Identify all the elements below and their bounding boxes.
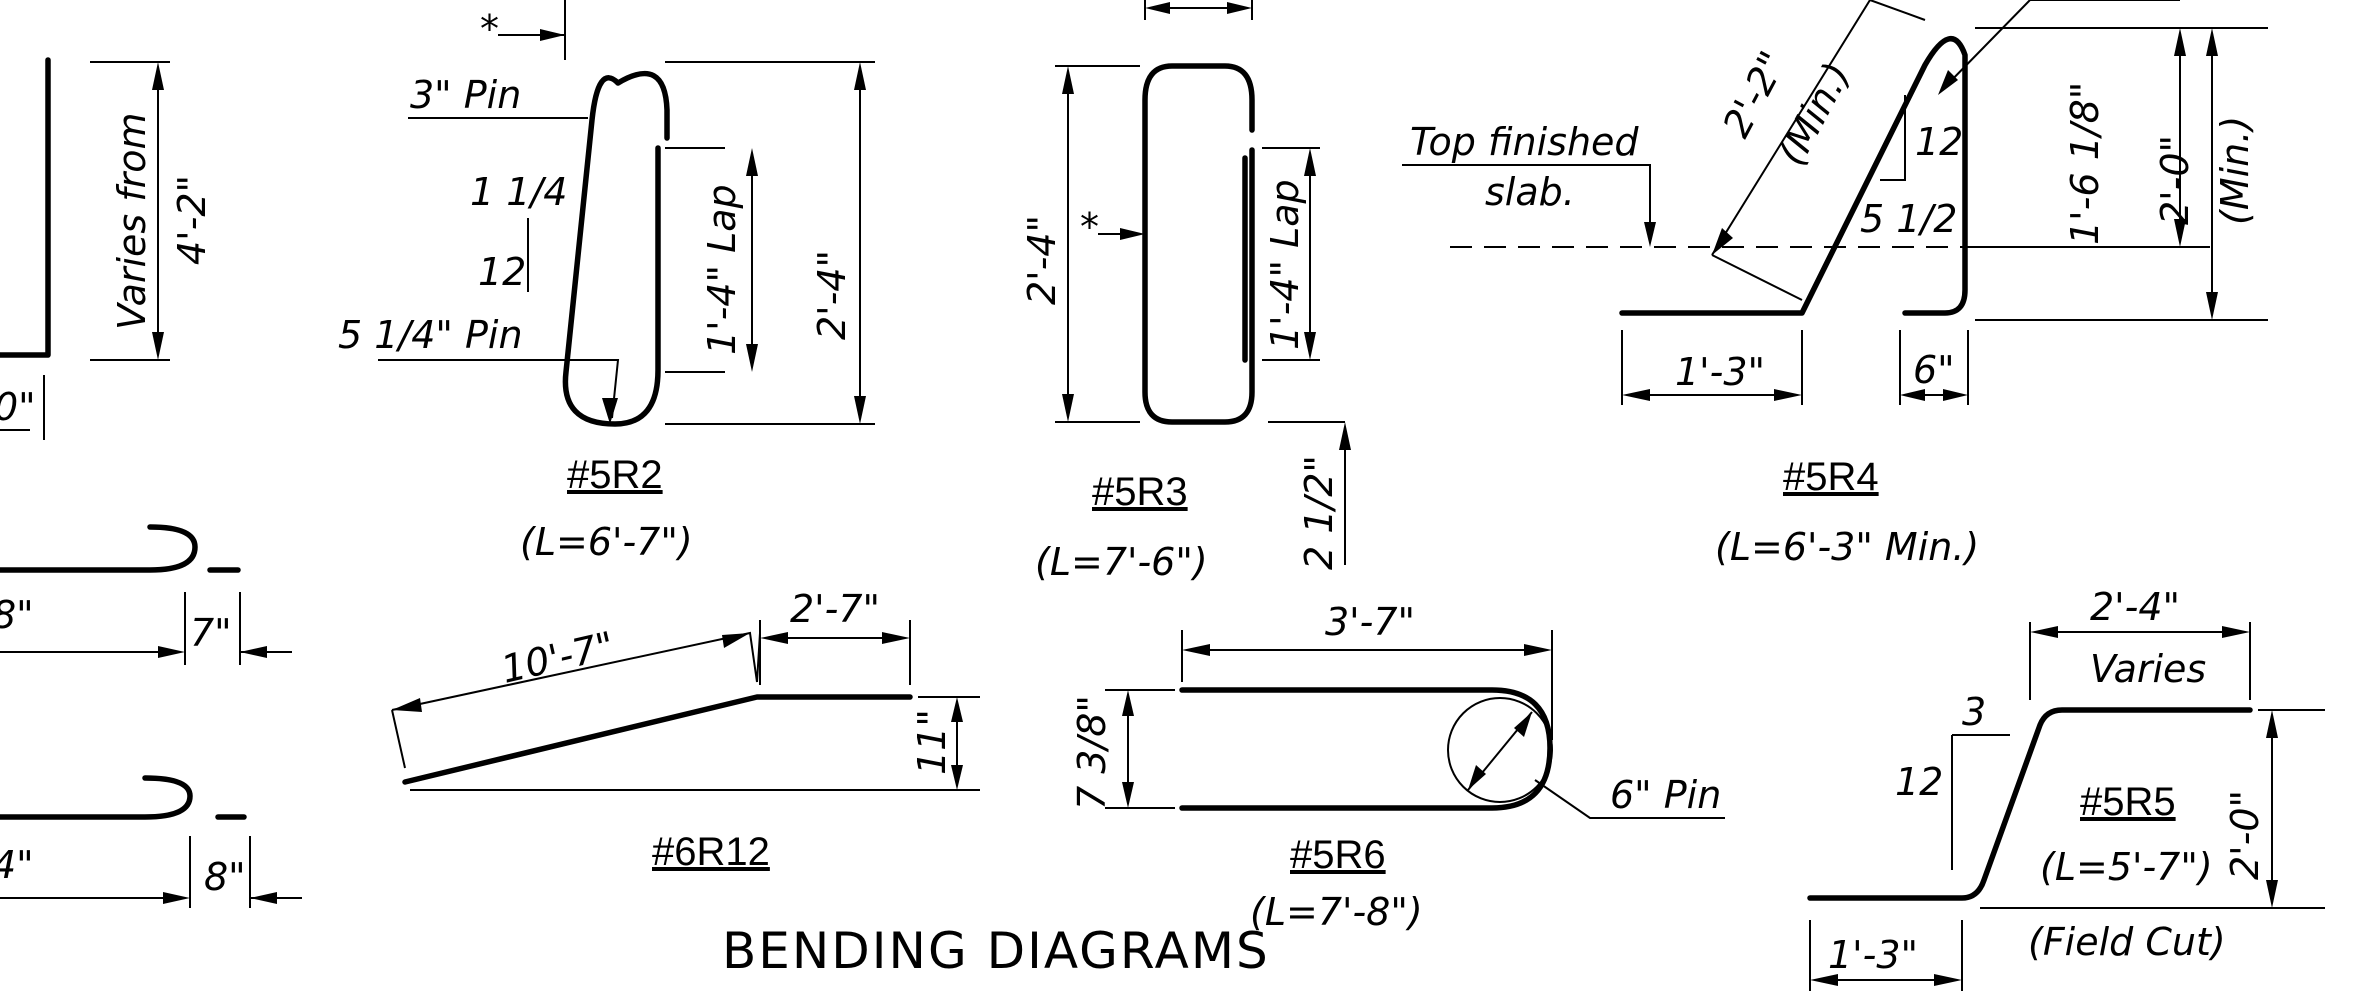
bar-5r5-diagram: 2'-4" Varies 3 12 2'-0" 1'-3" #5R5 (L=5'…	[1807, 585, 2325, 991]
partial-hook-bar-2	[0, 775, 193, 820]
bar-5r4-slab-line1: Top finished	[1410, 120, 1639, 164]
sheet-title: BENDING DIAGRAMS	[722, 922, 1270, 980]
bar-5r2-lap-dim: 1'-4" Lap	[700, 184, 744, 355]
bar-5r3-asterisk: *	[1080, 205, 1099, 249]
bar-5r4-mark: #5R4	[1783, 455, 1879, 499]
bar-6r12-diagram: 10'-7" 2'-7" 11" #6R12	[391, 587, 980, 874]
bar-5r3-diagram: 2'-4" * 1'-4" Lap 2 1/2" #5R3 (L=7'-6")	[1020, 0, 1351, 584]
partial-cut-dim: 0"	[0, 385, 36, 429]
hook1-length-dim: 8"	[0, 593, 34, 637]
hook2-tail-dim: 8"	[204, 855, 246, 899]
bar-5r3-shape	[1142, 63, 1255, 425]
bar-5r2-height-dim: 2'-4"	[810, 250, 854, 340]
bar-5r5-slope-v: 12	[1895, 760, 1943, 804]
bar-6r12-rise: 11"	[910, 709, 954, 775]
left-partial-bars: Varies from 4'-2" 0" 8" 7" 4" 8"	[0, 57, 302, 908]
bar-5r6-pin-circle	[1447, 697, 1553, 803]
bar-5r4-slope-num: 12	[1915, 120, 1963, 164]
bar-5r2-pin-bottom: 5 1/4" Pin	[338, 313, 523, 357]
bar-5r4-slab-line2: slab.	[1485, 170, 1575, 214]
bar-5r2-length: (L=6'-7")	[520, 520, 693, 564]
bar-5r5-height: 2'-0"	[2223, 790, 2267, 880]
bar-5r4-shape	[1619, 36, 1968, 316]
bar-5r5-slope-h: 3	[1962, 690, 1986, 734]
partial-bar-vertical	[0, 57, 51, 358]
partial-hook-bar-1	[0, 524, 198, 573]
bar-5r4-total-min: (Min.)	[2213, 116, 2257, 225]
hook2-length-dim: 4"	[0, 843, 34, 887]
bar-5r5-base-len: 1'-3"	[1828, 933, 1918, 977]
bar-5r5-mark: #5R5	[2080, 780, 2176, 824]
bar-5r3-height-dim: 2'-4"	[1020, 215, 1064, 305]
varies-value-label: 4'-2"	[170, 175, 214, 265]
bar-5r2-pin-top: 3" Pin	[410, 73, 521, 117]
bar-5r6-width: 3'-7"	[1325, 600, 1415, 644]
bar-5r3-lap-dim: 1'-4" Lap	[1263, 179, 1307, 350]
bar-5r2-slope-den: 12	[478, 250, 526, 294]
bar-5r4-diagram: Top finished slab. 2'-2" (Min.) 12 5 1/2…	[1402, 0, 2268, 569]
bar-5r2-asterisk: *	[480, 7, 499, 51]
bar-6r12-shape	[402, 694, 913, 785]
bar-6r12-flat-len: 2'-7"	[790, 587, 880, 631]
bar-5r3-mark: #5R3	[1092, 470, 1188, 514]
bar-5r6-pin: 6" Pin	[1610, 773, 1721, 817]
hook1-tail-dim: 7"	[190, 611, 232, 655]
bar-5r6-mark: #5R6	[1290, 833, 1386, 877]
bar-6r12-mark: #6R12	[652, 830, 770, 874]
bar-5r4-total-height: 2'-0"	[2153, 135, 2197, 225]
bar-5r4-base-len: 1'-3"	[1675, 350, 1765, 394]
bar-5r5-top-len: 2'-4"	[2090, 585, 2180, 629]
bar-5r5-shape	[1807, 707, 2253, 901]
bar-5r3-offset-dim: 2 1/2"	[1297, 455, 1341, 570]
bar-5r4-tail-len: 6"	[1913, 348, 1955, 392]
bar-5r4-length: (L=6'-3" Min.)	[1715, 525, 1979, 569]
bar-5r6-diagram: 6" Pin 3'-7" 7 3/8" #5R6 (L=7'-8")	[1070, 600, 1725, 934]
bar-5r6-shape	[1179, 687, 1553, 811]
bar-5r5-note: (Field Cut)	[2028, 920, 2226, 964]
bar-5r2-diagram: * 3" Pin 1 1/4 12 5 1/4" Pin 1'-4" Lap 2…	[338, 0, 875, 564]
varies-from-label: Varies from	[110, 112, 154, 330]
bar-5r6-height: 7 3/8"	[1070, 695, 1114, 810]
bar-5r5-length: (L=5'-7")	[2040, 845, 2213, 889]
bar-5r2-shape	[562, 70, 670, 427]
bar-5r2-slope-num: 1 1/4	[470, 170, 567, 214]
bar-6r12-sloped-len: 10'-7"	[497, 623, 618, 692]
bar-5r6-length: (L=7'-8")	[1250, 890, 1423, 934]
bar-5r4-slope-den: 5 1/2	[1860, 197, 1957, 241]
bar-5r2-mark: #5R2	[567, 453, 663, 497]
bar-5r4-inner-height: 1'-6 1/8"	[2063, 82, 2107, 245]
bar-5r5-top-varies: Varies	[2090, 647, 2206, 691]
bar-5r3-length: (L=7'-6")	[1035, 540, 1208, 584]
